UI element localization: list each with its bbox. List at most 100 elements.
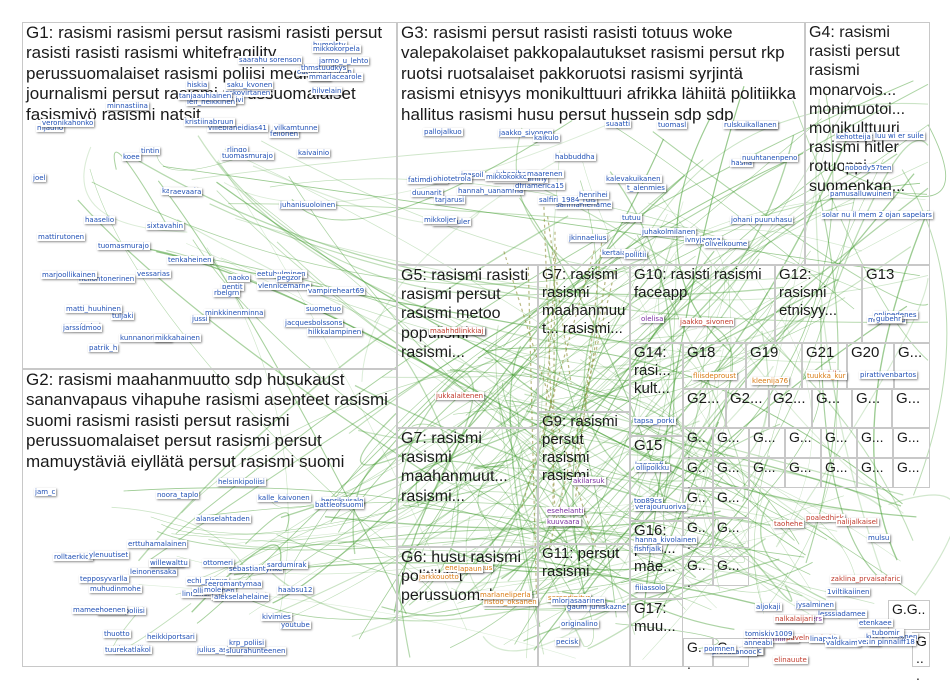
node-label[interactable]: nalkalaijari (774, 615, 815, 623)
node-label[interactable]: vampireheart69 (307, 287, 366, 295)
node-label[interactable]: rulskuikallanen (723, 121, 778, 129)
node-label[interactable]: mlorjasaarinen (551, 597, 606, 605)
node-label[interactable]: fatimdiarra (407, 176, 448, 184)
node-label[interactable]: sardumirak (266, 561, 308, 569)
node-label[interactable]: julius_askola (196, 646, 243, 654)
node-label[interactable]: tuomasmurajo (221, 152, 274, 160)
node-label[interactable]: outillenmenenn (296, 68, 353, 76)
node-label[interactable]: marlaneliperla (479, 591, 532, 599)
node-label[interactable]: haabsu12 (277, 586, 314, 594)
node-label[interactable]: juhakolmilanen (641, 228, 697, 236)
node-label[interactable]: habbuddha (554, 153, 596, 161)
node-label[interactable]: valdkaimi (825, 639, 861, 647)
node-label[interactable]: fiiiassolo (634, 584, 667, 592)
node-label[interactable]: minkkinenminna (204, 309, 265, 317)
node-label[interactable]: finnot le luu wi er suile (843, 132, 925, 140)
node-label[interactable]: lesssiadamee (817, 610, 867, 618)
node-label[interactable]: joel (32, 174, 47, 182)
node-label[interactable]: jpasoil (460, 171, 485, 179)
node-label[interactable]: kertaiasu (601, 249, 636, 257)
node-label[interactable]: hdlinkkiaj (449, 327, 485, 335)
node-label[interactable]: erttuhamalainen (127, 540, 188, 548)
node-label[interactable]: pallojalkuo (423, 128, 463, 136)
node-label[interactable]: jam_c (34, 488, 57, 496)
node-label[interactable]: safirhameriame (555, 201, 613, 209)
node-label[interactable]: tutuu (621, 214, 642, 222)
node-label[interactable]: mmarlacearole (308, 73, 363, 81)
node-label[interactable]: hanna_kivolainen (634, 536, 698, 544)
node-label[interactable]: alekselahelaine (213, 593, 270, 601)
node-label[interactable]: tuomasl (657, 121, 688, 129)
node-label[interactable]: hellontonerinen (78, 275, 136, 283)
node-label[interactable]: vessarias (136, 270, 171, 278)
node-label[interactable]: ylenuutiset (88, 551, 130, 559)
node-label[interactable]: mameehoenen (72, 606, 127, 614)
node-label[interactable]: jaakko_sivonen (498, 129, 554, 137)
node-label[interactable]: tuljaki (111, 312, 135, 320)
node-label[interactable]: top89cs (633, 497, 663, 505)
node-label[interactable]: mjauno (36, 124, 65, 132)
node-label[interactable]: pollitii (624, 251, 648, 259)
node-label[interactable]: zaklina_prvaisafaric (830, 575, 902, 583)
node-label[interactable]: thuotto (103, 630, 131, 638)
node-label[interactable]: mikkokorpela (312, 45, 361, 53)
node-label[interactable]: vlennicemarne (257, 282, 311, 290)
node-label[interactable]: nobody57ten (844, 164, 893, 172)
node-label[interactable]: tepposyvarlla (79, 575, 129, 583)
node-label[interactable]: kunnanorissaa (119, 334, 172, 342)
node-label[interactable]: noora_taplo (156, 491, 200, 499)
node-label[interactable]: ohiotetrola (432, 175, 472, 183)
node-label[interactable]: pirattivenbartos (859, 371, 918, 379)
node-label[interactable]: saku_kvonen (226, 81, 274, 89)
node-label[interactable]: veronikahonko (41, 119, 95, 127)
node-label[interactable]: ristoo_oksanen (483, 598, 538, 606)
node-label[interactable]: jussi (191, 315, 209, 323)
node-label[interactable]: esehelanti (546, 507, 585, 515)
node-label[interactable]: maarenen (526, 170, 564, 178)
node-label[interactable]: henrihei (578, 191, 609, 199)
node-label[interactable]: verajouruoriva (634, 503, 688, 511)
node-label[interactable]: villeblaheidias41 (207, 124, 268, 132)
node-label[interactable]: jukkalaitenen (435, 392, 485, 400)
node-label[interactable]: tuukka_kur (806, 372, 847, 380)
node-label[interactable]: johani puuruhasu (730, 216, 794, 224)
node-label[interactable]: tintin (140, 147, 161, 155)
node-label[interactable]: hannah_uanamma (457, 187, 525, 195)
node-label[interactable]: dfriamerica15 (514, 182, 566, 190)
node-label[interactable]: kleenija76 (751, 377, 790, 385)
node-label[interactable]: tapsa_porki (633, 417, 676, 425)
node-label[interactable]: tuurekatlakol (104, 646, 152, 654)
node-label[interactable]: sluurahunteenen (225, 647, 287, 655)
node-label[interactable]: mattirutonen (37, 233, 86, 241)
node-label[interactable]: ottomeri (202, 559, 235, 567)
node-label[interactable]: etenkaee (858, 619, 893, 627)
node-label[interactable]: linapalo (809, 635, 839, 643)
node-label[interactable]: jaakko_sivonen (679, 318, 735, 326)
node-label[interactable]: leif_heikkinen (186, 98, 237, 106)
node-label[interactable]: jarkkouotto (418, 573, 460, 581)
node-label[interactable]: poaledhisk (805, 514, 845, 522)
node-label[interactable]: duunarit (411, 189, 443, 197)
node-label[interactable]: gubehr (875, 315, 902, 323)
node-label[interactable]: kuuvaara (546, 518, 581, 526)
node-label[interactable]: tubomir_ (871, 629, 905, 637)
node-label[interactable]: kaivainio (297, 149, 331, 157)
node-label[interactable]: kos_v_roininen (865, 633, 919, 641)
node-label[interactable]: patrik_h (88, 344, 119, 352)
node-label[interactable]: poimnen (703, 645, 736, 653)
node-label[interactable]: taohehe (773, 520, 804, 528)
node-label[interactable]: helsinkipoliisi (217, 478, 266, 486)
node-label[interactable]: nuuhtanenpeno (741, 154, 799, 162)
node-label[interactable]: kaikulo (533, 134, 560, 142)
node-label[interactable]: suaatti (605, 120, 632, 128)
node-label[interactable]: saarahu sorenson (238, 56, 303, 64)
node-label[interactable]: jysalminen (795, 601, 835, 609)
node-label[interactable]: akilarsuk (572, 477, 606, 485)
node-label[interactable]: kristiinabruun (184, 118, 235, 126)
node-label[interactable]: 1viltikaiinen (826, 588, 871, 596)
node-label[interactable]: mikkoljer (423, 216, 457, 224)
node-label[interactable]: pegzor (276, 274, 303, 282)
node-label[interactable]: tarjarusi (434, 196, 466, 204)
node-label[interactable]: jarmo_u_lehto (318, 57, 370, 65)
node-label[interactable]: youtube (280, 621, 311, 629)
